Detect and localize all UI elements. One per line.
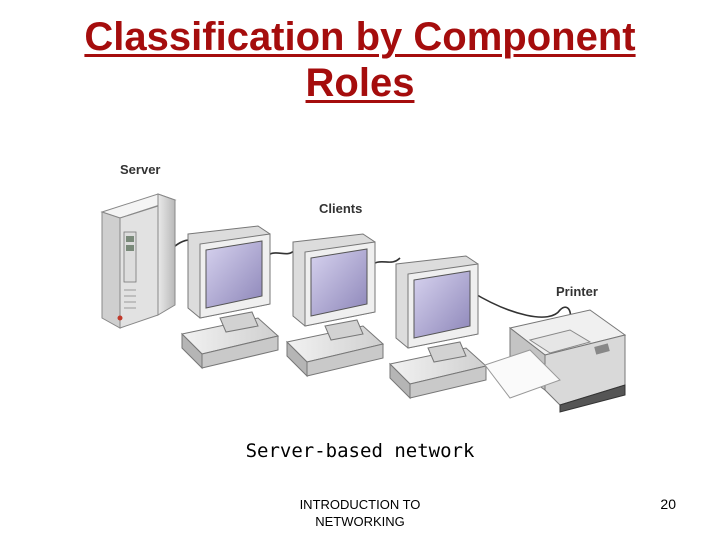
server-tower-icon bbox=[100, 193, 177, 329]
footer-line-1: INTRODUCTION TO bbox=[299, 497, 421, 512]
diagram-caption: Server-based network bbox=[245, 440, 475, 462]
network-diagram: Server Clients Printer bbox=[90, 150, 650, 420]
client-computer-2-icon bbox=[285, 233, 385, 378]
network-illustration bbox=[100, 193, 627, 413]
printer-label: Printer bbox=[556, 284, 598, 299]
slide-title-line-2: Roles bbox=[305, 61, 415, 105]
footer-line-2: NETWORKING bbox=[315, 514, 405, 529]
client-computer-3-icon bbox=[388, 255, 488, 400]
server-label: Server bbox=[120, 162, 161, 177]
client-computer-1-icon bbox=[180, 225, 280, 370]
printer-icon bbox=[484, 309, 627, 413]
page-number: 20 bbox=[660, 496, 676, 512]
slide-footer: INTRODUCTION TO NETWORKING bbox=[270, 496, 450, 530]
clients-label: Clients bbox=[319, 201, 363, 216]
slide-title: Classification by Component Roles bbox=[0, 14, 720, 106]
slide-title-line-1: Classification by Component bbox=[84, 15, 636, 59]
